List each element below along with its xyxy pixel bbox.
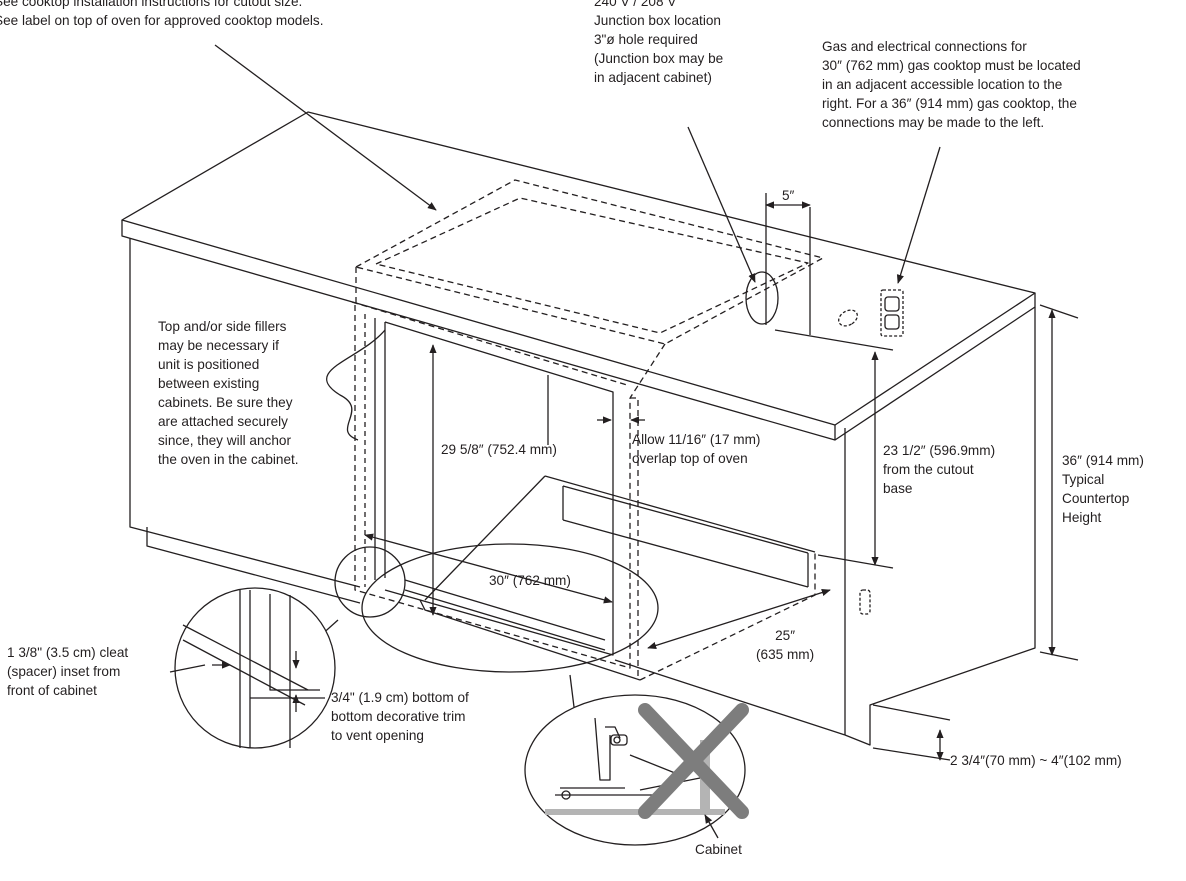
- leader-lines: [214, 44, 941, 441]
- five-inch-label: 5″: [782, 188, 795, 203]
- opening-height-label: 29 5/8″ (752.4 mm): [441, 442, 557, 457]
- depth-dimension: [647, 589, 831, 649]
- receptacle-icons: [838, 289, 904, 615]
- wrong-installation-bubble: [524, 674, 749, 846]
- five-inch-dimension: [745, 193, 811, 335]
- gas-electrical-connections-note: Gas and electrical connections for 30″ (…: [822, 39, 1081, 130]
- cutout-guide-lines: [355, 267, 666, 399]
- countertop: [121, 111, 1036, 441]
- cutout-base-label: 23 1/2″ (596.9mm) from the cutout base: [883, 443, 996, 496]
- depth-label: 25″ (635 mm): [756, 628, 815, 662]
- cutout-base-dimension: [774, 329, 894, 569]
- opening-width-label: 30″ (762 mm): [489, 573, 571, 588]
- cabinet-body: [129, 238, 1036, 746]
- countertop-height-label: 36″ (914 mm) Typical Countertop Height: [1062, 453, 1144, 525]
- cleat-detail-bubble: [169, 587, 339, 749]
- toe-kick-dimension: [872, 704, 951, 761]
- countertop-height-dimension: [1039, 304, 1079, 661]
- junction-box-note: 240 V / 208 V Junction box location 3"ø …: [594, 0, 724, 85]
- cooktop-cutout: [355, 179, 824, 345]
- trim-note: 3/4" (1.9 cm) bottom of bottom decorativ…: [331, 690, 469, 743]
- toe-kick-label: 2 3/4″(70 mm) ~ 4″(102 mm): [950, 753, 1122, 768]
- opening-width-dimension: [364, 533, 613, 604]
- fillers-note: Top and/or side fillers may be necessary…: [158, 319, 299, 467]
- cutout-instructions-note: See cooktop installation instructions fo…: [0, 0, 324, 28]
- cabinet-label: Cabinet: [695, 842, 742, 857]
- overlap-note: Allow 11/16″ (17 mm) overlap top of oven: [632, 432, 761, 466]
- cleat-note: 1 3/8" (3.5 cm) cleat (spacer) inset fro…: [7, 645, 129, 698]
- detail-callout-markers: [334, 543, 659, 673]
